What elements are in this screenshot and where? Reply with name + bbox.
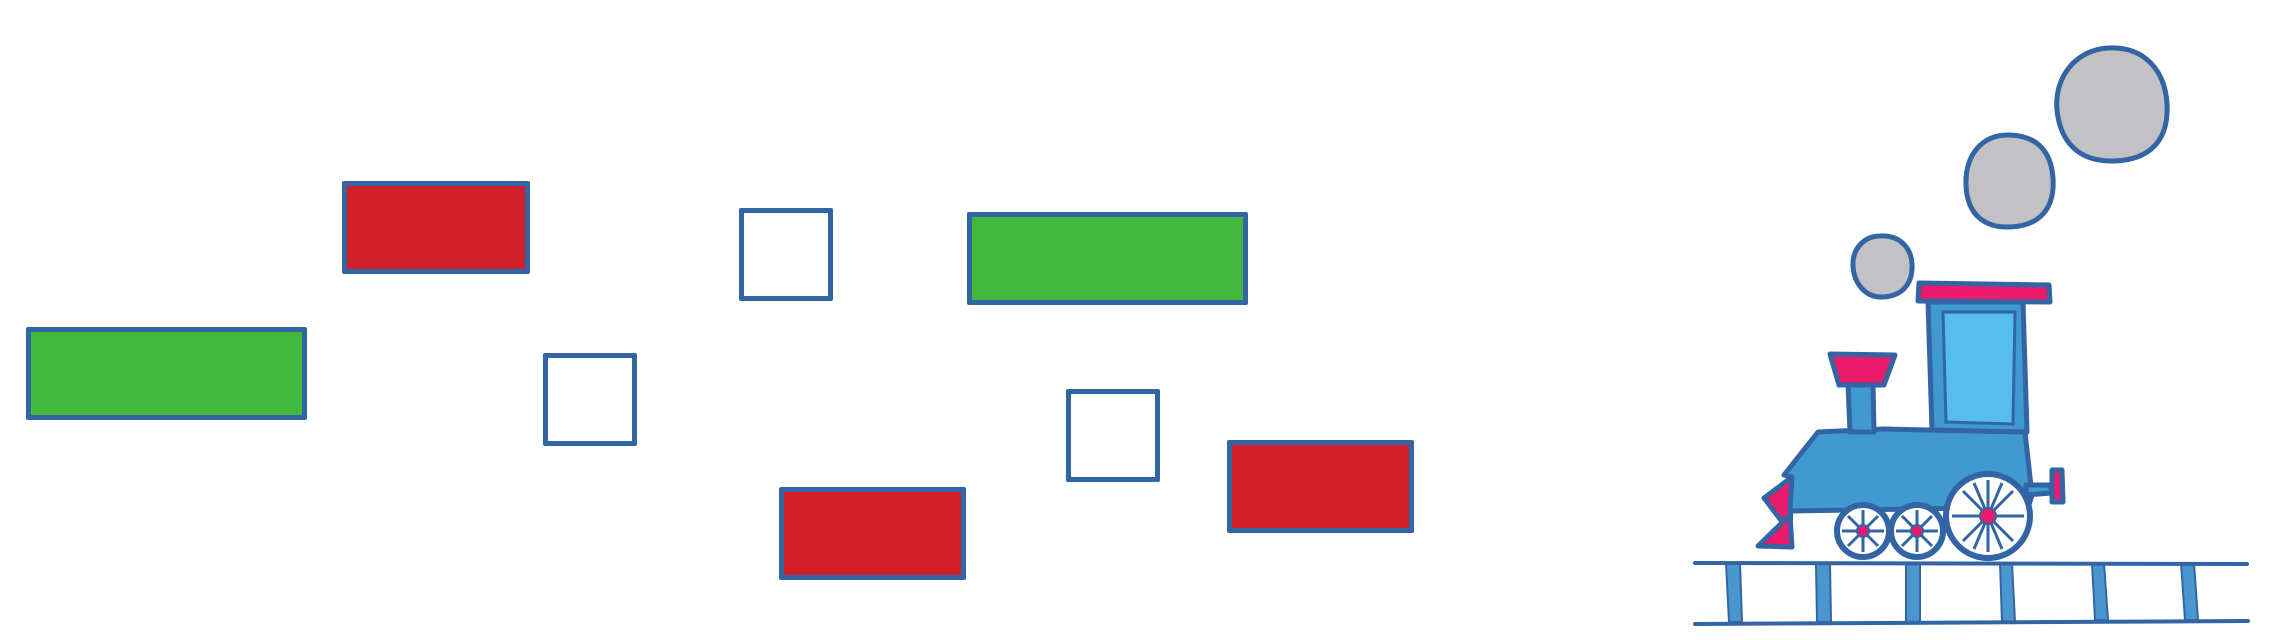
track-rail-bottom	[1693, 619, 2250, 626]
rear-lamp	[2049, 467, 2066, 505]
block-empty-2	[739, 208, 833, 301]
rear-buffer	[2023, 482, 2055, 498]
cowcatcher-bottom	[1755, 512, 1795, 550]
smoke-group	[1850, 45, 2170, 300]
block-empty-1	[543, 353, 637, 446]
track	[1693, 561, 2250, 626]
front-wheel-2	[1888, 502, 1946, 560]
wheel-hub	[1856, 524, 1870, 538]
wheel-hub	[1979, 507, 1997, 525]
block-green-2	[967, 212, 1248, 305]
drive-wheel	[1943, 471, 2033, 561]
locomotive	[1755, 280, 2066, 561]
track-ties	[1724, 562, 2200, 623]
smoke-puff-small	[1850, 233, 1915, 300]
cab-roof	[1915, 280, 2053, 305]
smoke-puff-medium	[1963, 132, 2056, 230]
chimney-top	[1827, 351, 1898, 388]
steam-locomotive-icon	[1693, 45, 2250, 626]
block-green-1	[26, 327, 307, 420]
block-red-2	[779, 487, 966, 580]
smoke-puff-large	[2054, 45, 2170, 164]
block-red-3	[1227, 440, 1414, 533]
block-empty-3	[1066, 389, 1160, 482]
block-red-1	[342, 181, 530, 274]
chimney-stack	[1845, 380, 1877, 435]
cab-window	[1941, 310, 2017, 426]
track-rail-top	[1693, 561, 2249, 566]
front-wheel-1	[1834, 502, 1892, 560]
wheel-hub	[1910, 524, 1924, 538]
